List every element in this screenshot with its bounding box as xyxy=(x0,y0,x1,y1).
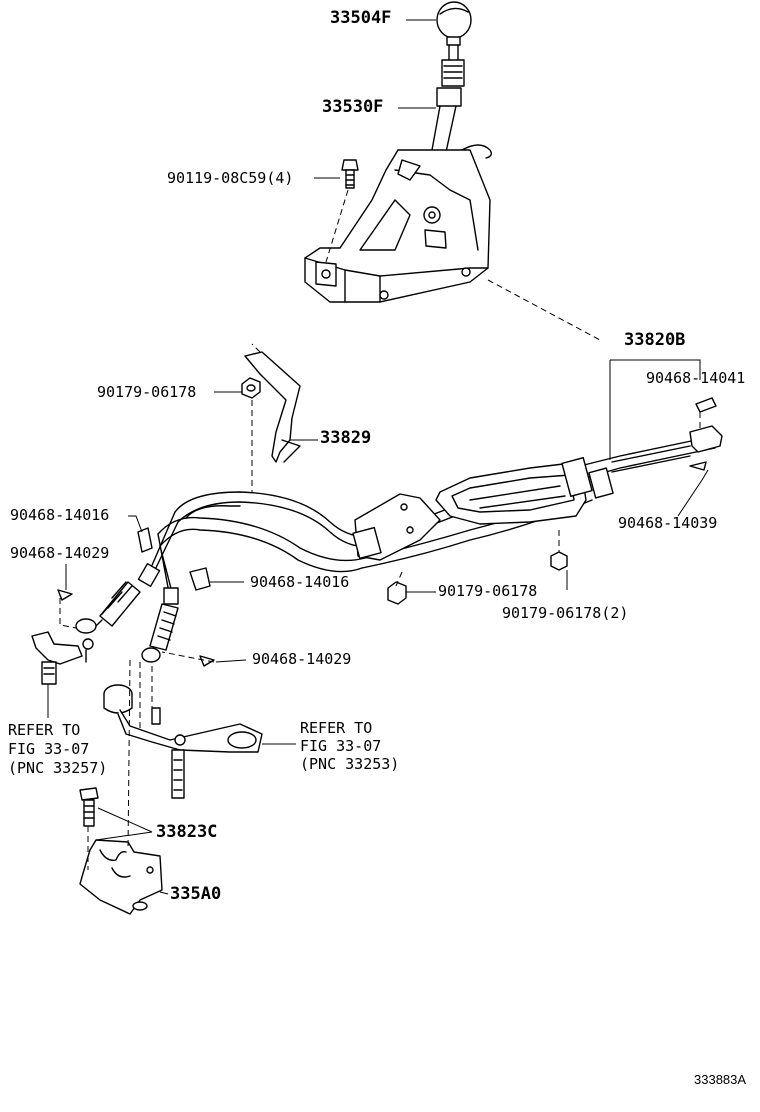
cable-end-mid-drawing xyxy=(141,587,179,663)
part-label-clip-mid-upper: 90468-14016 xyxy=(250,573,350,591)
bottom-bolt-drawing xyxy=(79,787,99,827)
part-label-nut-right: 90179-06178(2) xyxy=(502,604,629,622)
part-label-clip-right: 90468-14039 xyxy=(618,514,718,532)
shift-housing-drawing xyxy=(304,149,491,303)
clips-drawing xyxy=(57,527,215,667)
part-label-shift-lever: 33530F xyxy=(322,97,384,117)
cable-bracket-right-drawing xyxy=(435,425,723,525)
refer-note-left-line2: FIG 33-07 xyxy=(8,740,90,758)
part-label-bottom-bracket: 335A0 xyxy=(170,884,222,904)
part-label-clip-mid-lower: 90468-14029 xyxy=(252,650,352,668)
bracket-nut-drawing xyxy=(241,377,261,399)
shift-knob-drawing xyxy=(436,1,472,61)
lever-bolt-drawing xyxy=(341,159,359,189)
lever-right-drawing xyxy=(103,684,263,799)
cable-bracket-drawing xyxy=(244,351,301,463)
figure-code: 333883A xyxy=(694,1072,747,1087)
part-label-nut-center: 90179-06178 xyxy=(438,582,538,600)
part-label-cable-assy: 33820B xyxy=(624,330,686,350)
part-label-lever-bolt: 90119-08C59(4) xyxy=(167,169,294,187)
part-label-nut-bracket: 90179-06178 xyxy=(97,383,197,401)
refer-note-right-line1: REFER TO xyxy=(300,719,373,737)
lever-left-drawing xyxy=(31,631,94,685)
part-label-knob: 33504F xyxy=(330,8,392,28)
clip-right-drawing xyxy=(689,397,717,471)
cable-bracket-mid-drawing xyxy=(352,493,441,561)
shift-lever-drawing xyxy=(431,59,493,159)
part-label-clip-left-upper: 90468-14016 xyxy=(10,506,110,524)
part-label-clip-left-lower: 90468-14029 xyxy=(10,544,110,562)
part-label-bottom-bolt: 33823C xyxy=(156,822,218,842)
refer-note-right-line2: FIG 33-07 xyxy=(300,737,382,755)
bottom-bracket-drawing xyxy=(79,839,163,915)
cable-end-left-drawing xyxy=(75,563,161,634)
refer-note-left-line3: (PNC 33257) xyxy=(8,759,108,777)
refer-note-right-line3: (PNC 33253) xyxy=(300,755,400,773)
part-label-cable-bracket: 33829 xyxy=(320,428,372,448)
part-label-clip-top-right: 90468-14041 xyxy=(646,369,746,387)
refer-note-left-line1: REFER TO xyxy=(8,721,81,739)
